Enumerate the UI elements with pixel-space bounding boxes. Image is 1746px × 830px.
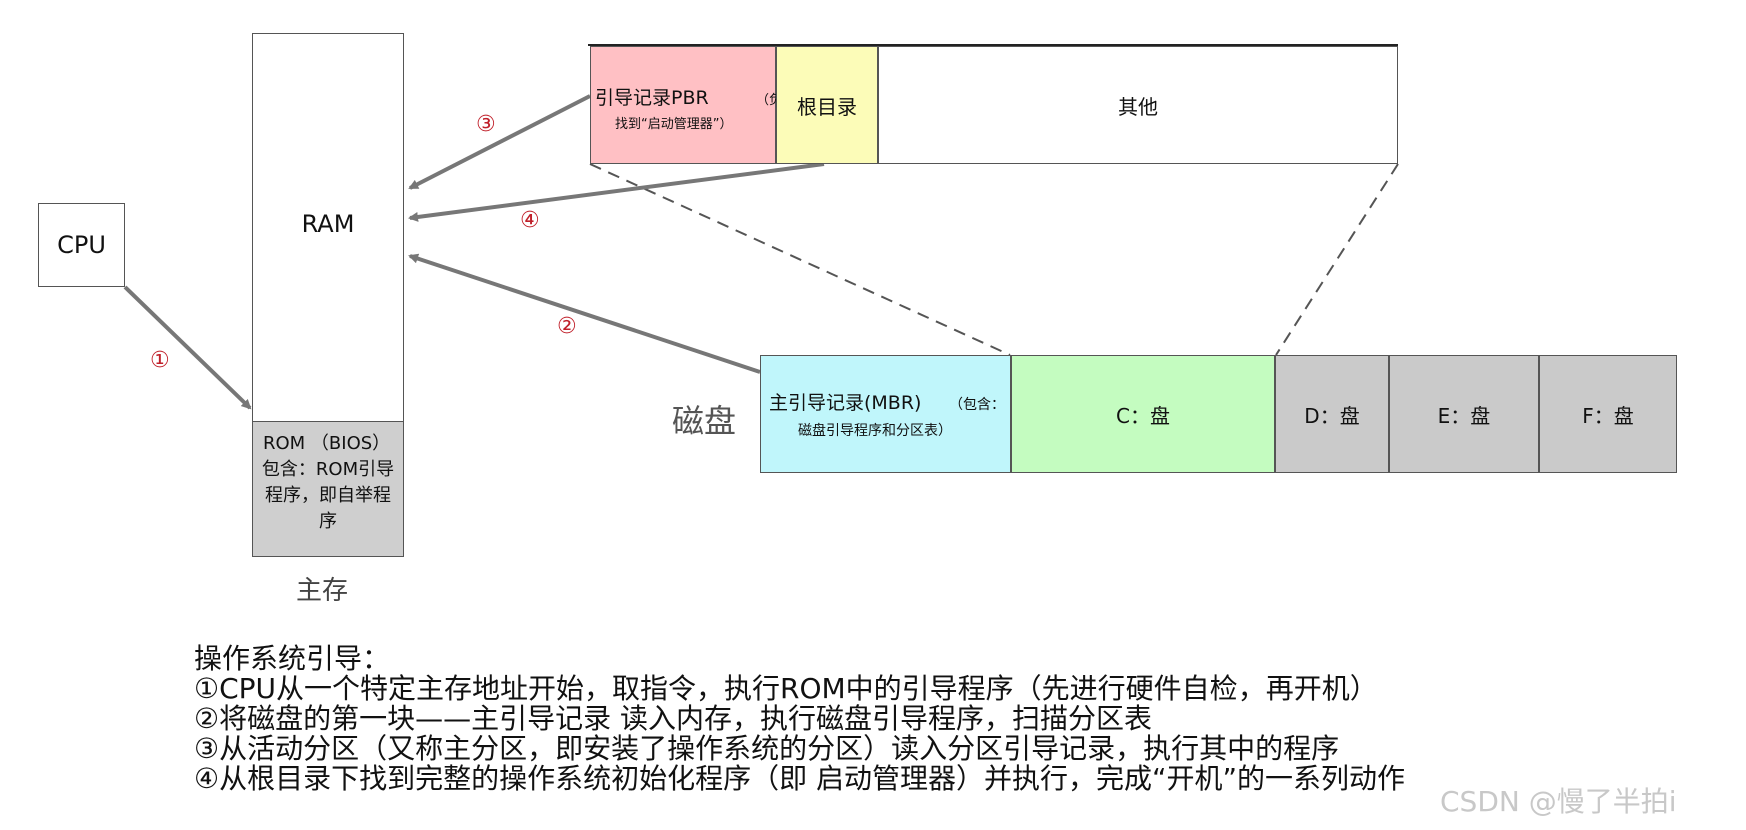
disk-caption: 磁盘 <box>672 402 737 440</box>
mbr-note: （包含： <box>949 397 1005 413</box>
ram-label: RAM <box>301 210 355 238</box>
partition-d-label: D：盘 <box>1304 403 1360 428</box>
root-directory-label: 根目录 <box>797 94 857 119</box>
partition-f-label: F：盘 <box>1582 403 1634 428</box>
pbr-block: 引导记录PBR （负责 找到“启动管理器”） <box>590 46 795 164</box>
zoom-line-left <box>589 163 1011 356</box>
description-title: 操作系统引导： <box>194 642 391 675</box>
partition-e: E：盘 <box>1389 355 1539 473</box>
arrow-step-2 <box>408 253 761 374</box>
partition-c-label: C：盘 <box>1116 403 1170 428</box>
step-4-marker: ④ <box>520 208 540 233</box>
cpu-box: CPU <box>38 203 125 287</box>
arrow-step-1 <box>123 285 252 410</box>
mbr-note-continued: 磁盘引导程序和分区表） <box>798 423 952 439</box>
description-line-1: ①CPU从一个特定主存地址开始，取指令，执行ROM中的引导程序（先进行硬件自检，… <box>194 672 1378 705</box>
partition-e-label: E：盘 <box>1437 403 1491 428</box>
description-line-4: ④从根目录下找到完整的操作系统初始化程序（即 启动管理器）并执行，完成“开机”的… <box>194 762 1406 795</box>
partition-f: F：盘 <box>1539 355 1677 473</box>
watermark: CSDN @慢了半拍i <box>1440 785 1677 818</box>
rom-box: ROM （BIOS） 包含：ROM引导程序，即自举程序 <box>252 421 404 557</box>
mbr-label: 主引导记录(MBR) <box>769 392 922 414</box>
description-line-3: ③从活动分区（又称主分区，即安装了操作系统的分区）读入分区引导记录，执行其中的程… <box>194 732 1340 765</box>
zoom-line-right <box>1275 163 1399 356</box>
other-label: 其他 <box>1118 94 1158 119</box>
cpu-label: CPU <box>57 231 106 259</box>
partition-c: C：盘 <box>1011 355 1275 473</box>
other-block: 其他 <box>878 46 1398 164</box>
root-directory-block: 根目录 <box>776 46 878 164</box>
step-2-marker: ② <box>557 314 577 339</box>
arrow-step-3 <box>408 94 591 190</box>
pbr-label: 引导记录PBR <box>595 87 709 109</box>
partition-detail-strip <box>588 44 1398 164</box>
main-memory-caption: 主存 <box>295 576 348 606</box>
arrow-step-4 <box>408 162 825 222</box>
partition-d: D：盘 <box>1275 355 1389 473</box>
rom-label: ROM （BIOS） <box>263 433 391 454</box>
step-1-marker: ① <box>150 348 170 373</box>
boot-description: 操作系统引导： ①CPU从一个特定主存地址开始，取指令，执行ROM中的引导程序（… <box>194 644 1694 794</box>
rom-description: 包含：ROM引导程序，即自举程序 <box>261 459 395 532</box>
step-3-marker: ③ <box>476 112 496 137</box>
mbr-block: 主引导记录(MBR) （包含： 磁盘引导程序和分区表） <box>760 355 1011 473</box>
pbr-note-continued: 找到“启动管理器”） <box>615 117 733 132</box>
description-line-2: ②将磁盘的第一块——主引导记录 读入内存，执行磁盘引导程序，扫描分区表 <box>194 702 1153 735</box>
